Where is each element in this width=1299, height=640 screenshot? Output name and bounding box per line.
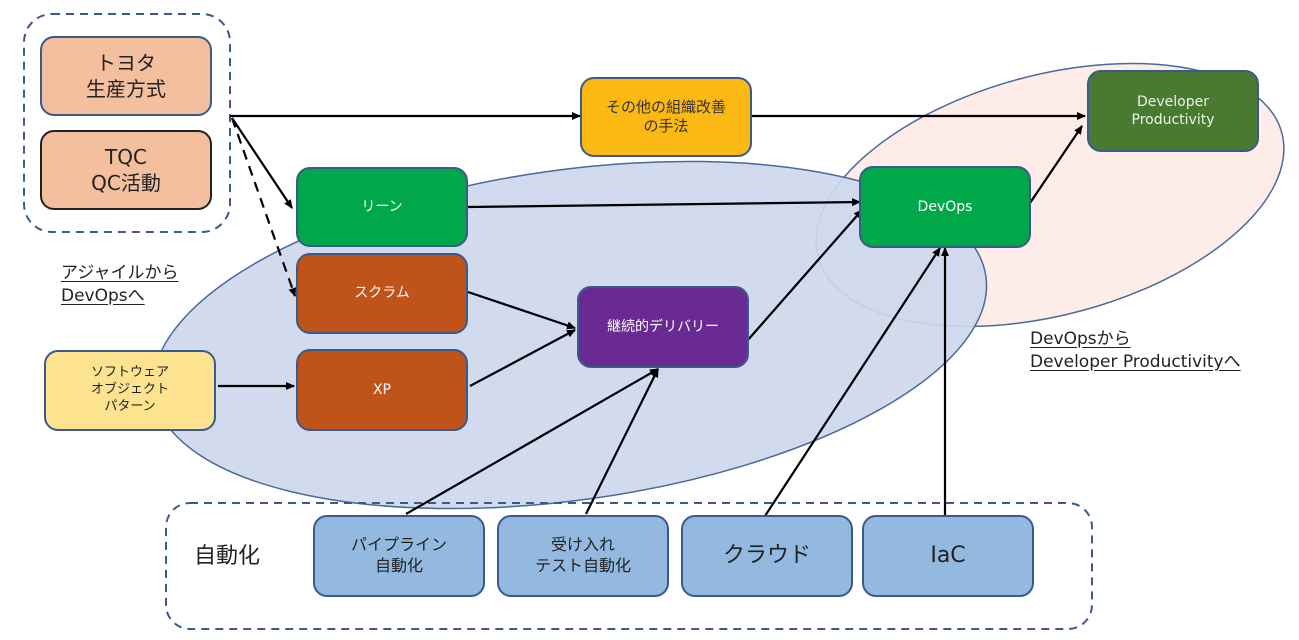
arrow-scrum-to-cd <box>467 290 576 330</box>
arrow-xp-to-cd <box>469 329 576 387</box>
node-iac: IaC <box>862 515 1034 597</box>
node-toyota-production-system: トヨタ 生産方式 <box>40 36 212 116</box>
node-pipeline-automation: パイプライン 自動化 <box>313 515 485 597</box>
automation-group-border <box>165 502 1093 630</box>
arrow-origin-to-scrum <box>230 117 297 297</box>
node-devops: DevOps <box>859 166 1031 248</box>
node-continuous-delivery: 継続的デリバリー <box>577 286 749 368</box>
arrow-origin-to-lean <box>231 117 293 209</box>
automation-group-label: 自動化 <box>194 544 261 569</box>
arrow-pipeline-to-cd <box>405 368 659 515</box>
node-software-object-patterns: ソフトウェア オブジェクト パターン <box>44 350 216 431</box>
node-scrum: スクラム <box>296 253 468 334</box>
arrow-cd-to-devops <box>746 209 863 342</box>
arrow-lean-to-devops <box>467 198 861 209</box>
arrow-acceptance-to-cd <box>585 368 659 515</box>
node-other-org-improvement: その他の組織改善 の手法 <box>580 77 752 157</box>
node-cloud: クラウド <box>681 515 853 597</box>
label-devops-to-devprod: DevOpsから Developer Productivityへ <box>1030 329 1241 372</box>
node-lean: リーン <box>296 167 468 247</box>
origin-group-border <box>23 13 231 233</box>
node-acceptance-test-automation: 受け入れ テスト自動化 <box>497 515 669 597</box>
label-agile-to-devops: アジャイルから DevOpsへ <box>61 263 179 306</box>
arrow-devops-to-devprod <box>1029 125 1083 204</box>
arrow-cloud-to-devops <box>764 247 941 517</box>
node-xp: XP <box>296 349 468 431</box>
node-developer-productivity: Developer Productivity <box>1087 70 1259 152</box>
node-tqc-qc-activity: TQC QC活動 <box>40 130 212 210</box>
